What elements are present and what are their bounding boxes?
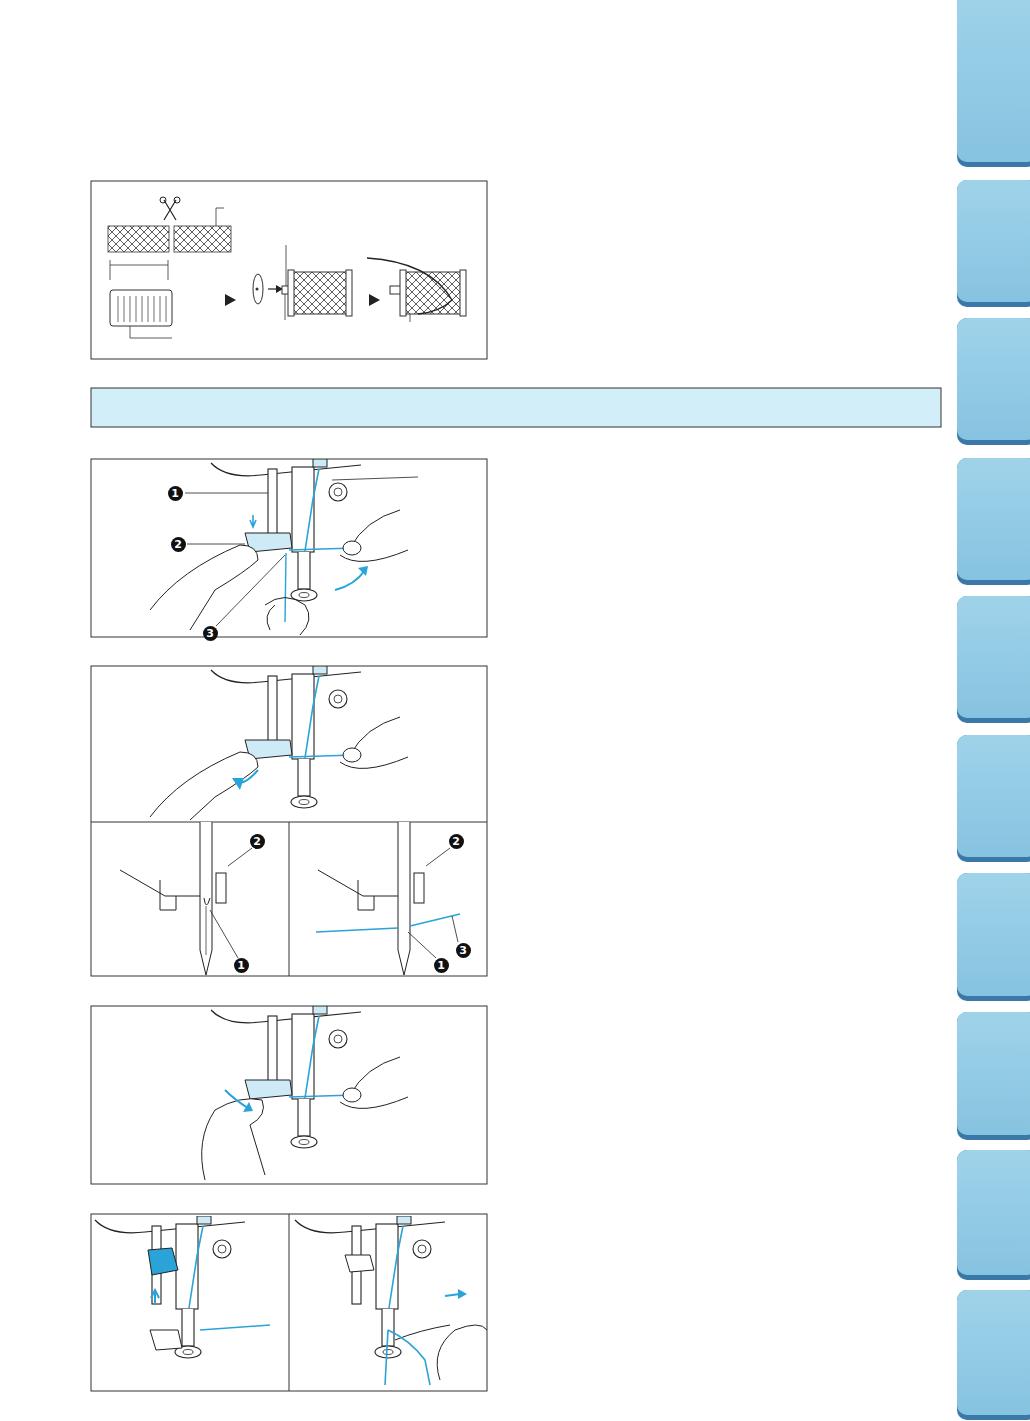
callout-number: 2 <box>171 537 186 552</box>
threader-hook-figure <box>91 666 487 976</box>
callout-number: 2 <box>250 834 265 849</box>
callout-number: 1 <box>168 486 183 501</box>
threader-release-figure <box>91 1006 487 1184</box>
callout-number: 3 <box>203 626 218 641</box>
threader-figure <box>91 459 487 637</box>
callout-number: 1 <box>234 958 249 973</box>
side-tabs <box>957 0 1030 1420</box>
callout-number: 2 <box>449 834 464 849</box>
callout-number: 3 <box>456 943 471 958</box>
spool-net-figure <box>91 181 487 359</box>
thread-loop-figure <box>91 1214 487 1391</box>
callout-number: 1 <box>434 958 449 973</box>
section-band <box>91 388 941 427</box>
